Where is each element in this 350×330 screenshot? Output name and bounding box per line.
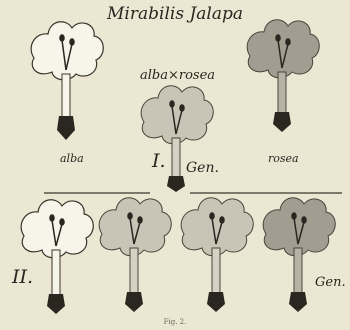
flower-rosea-parent [247, 20, 319, 132]
generation-1-label: Gen. [186, 160, 219, 176]
figure-caption: Fig. 2. [0, 318, 350, 326]
generation-2-label: Gen. [315, 275, 346, 290]
generation-2-numeral: II. [12, 266, 33, 288]
flower-gen2-pale-pink-2 [181, 198, 253, 312]
flower-gen2-white [21, 200, 93, 314]
parent-label-alba: alba [60, 152, 84, 165]
calyx [57, 116, 75, 140]
flower-alba-parent [31, 22, 103, 140]
generation-1-numeral: I. [152, 150, 166, 172]
flower-gen1 [141, 86, 213, 192]
cross-label: alba×rosea [140, 68, 215, 83]
parent-label-rosea: rosea [268, 152, 299, 165]
diagram-title: Mirabilis Jalapa [0, 4, 350, 24]
flower-gen2-pink [263, 198, 335, 312]
flower-gen2-pale-pink-1 [99, 198, 171, 312]
